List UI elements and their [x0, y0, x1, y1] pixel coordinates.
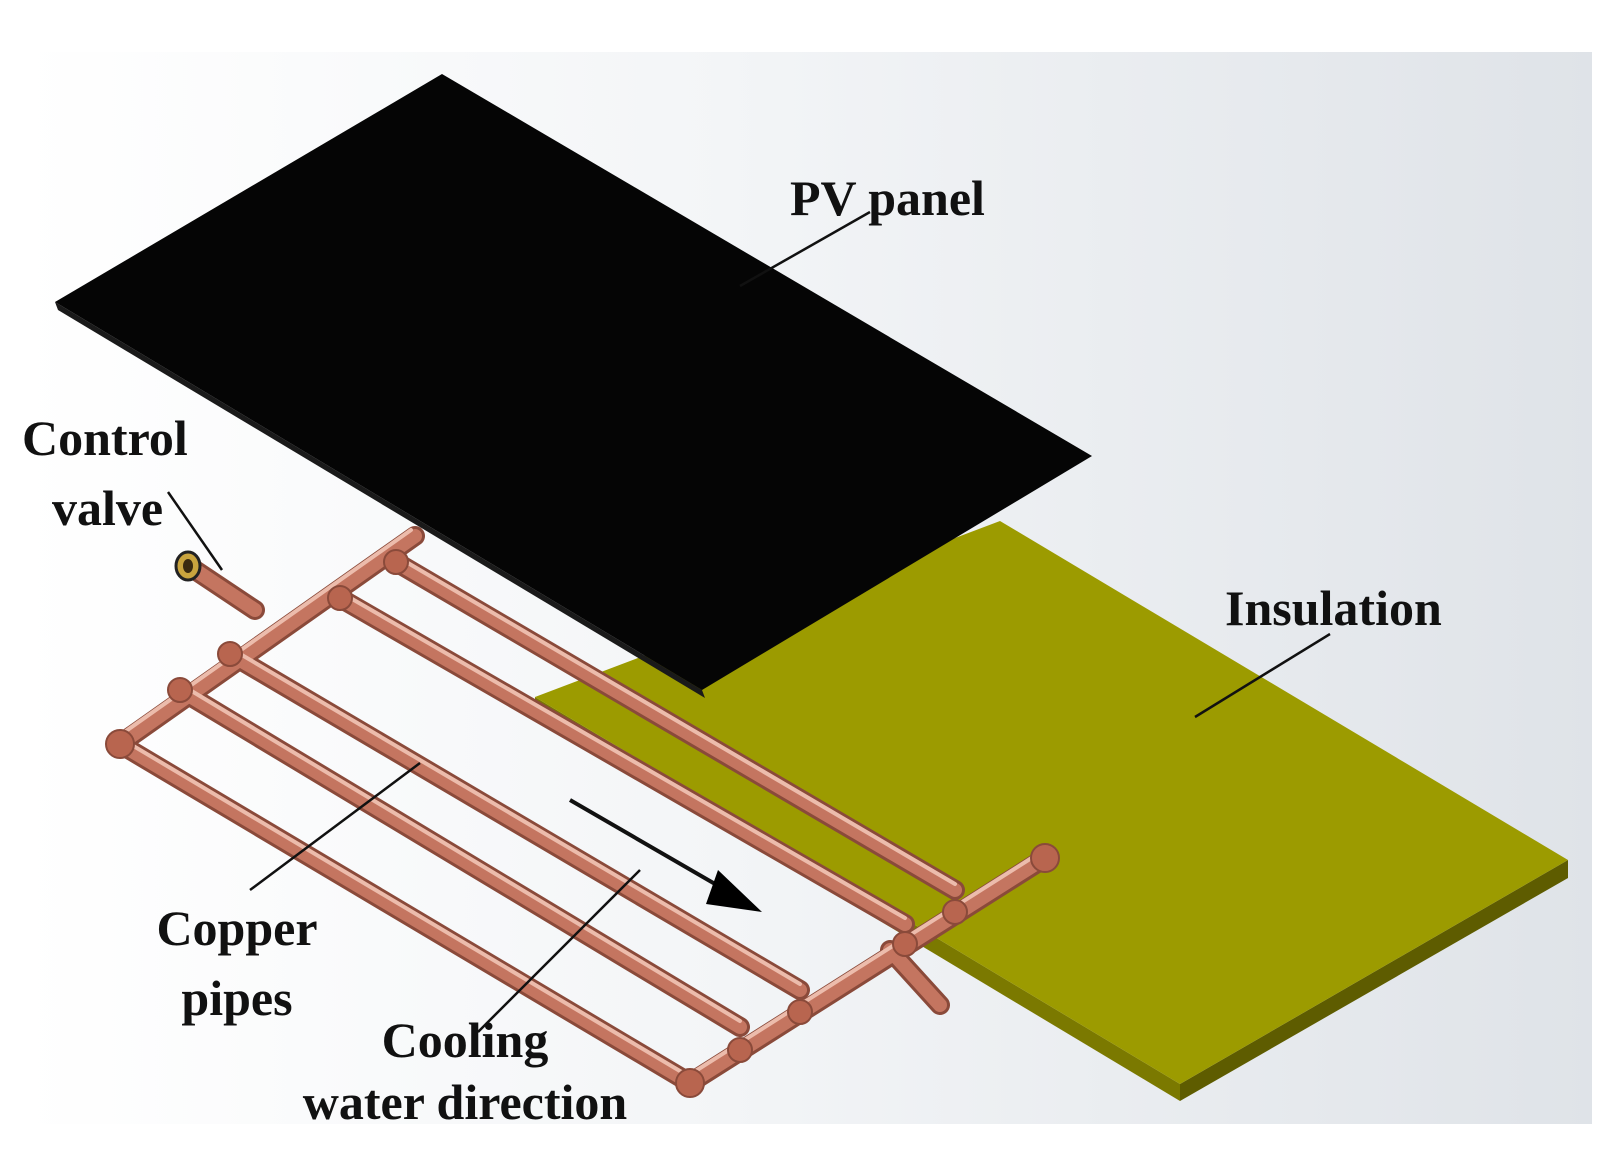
pv-panel [55, 74, 1092, 698]
leader-cooling [477, 869, 641, 1033]
cooling-label-line1: Cooling [381, 1012, 549, 1068]
leader-lines [166, 210, 1331, 1033]
pipe-bodies [113, 529, 1052, 1090]
insulation-side-edge [1180, 860, 1568, 1101]
leader-control-valve [166, 491, 224, 571]
pv-panel-edge [55, 302, 705, 698]
cooling-label-line2: water direction [302, 1074, 628, 1130]
control-valve-label-line2: valve [52, 480, 164, 536]
insulation-label: Insulation [1225, 580, 1442, 636]
leader-pv-panel [739, 210, 871, 288]
pv-panel-label: PV panel [790, 170, 985, 226]
pipe-joints [105, 549, 1060, 1098]
control-valve-label-line1: Control [22, 410, 188, 466]
leader-copper-pipes [249, 761, 421, 892]
copper-pipes [105, 526, 1060, 1098]
copper-pipes-label-line1: Copper [156, 900, 318, 956]
leader-insulation [1194, 632, 1331, 719]
flow-arrow [568, 798, 762, 912]
insulation-top [535, 521, 1568, 1084]
copper-pipes-label-line2: pipes [181, 970, 293, 1026]
pv-panel-top [55, 74, 1092, 690]
control-valve [174, 550, 202, 582]
